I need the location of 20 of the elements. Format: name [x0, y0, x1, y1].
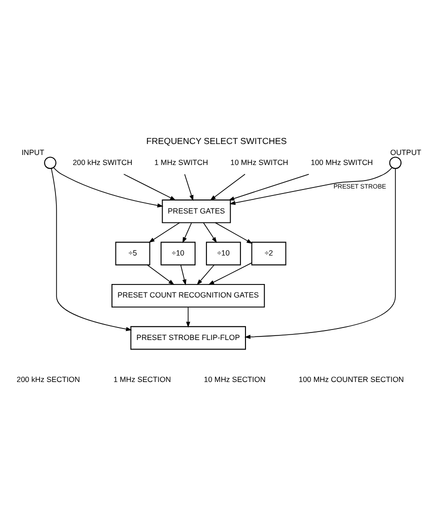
diagram-title: FREQUENCY SELECT SWITCHES — [146, 136, 287, 146]
arrow — [146, 264, 174, 285]
arrow — [184, 174, 194, 201]
node-circle — [44, 156, 56, 169]
arrow — [53, 167, 164, 208]
arrow — [229, 167, 392, 205]
node-circle — [389, 156, 402, 169]
arrow — [203, 222, 217, 244]
arrow — [210, 174, 246, 201]
arrow — [244, 168, 396, 339]
arrow — [215, 222, 253, 244]
arrow — [196, 264, 215, 286]
arrow — [228, 174, 310, 200]
arrow — [186, 306, 190, 328]
arrow — [208, 262, 252, 285]
arrow — [123, 174, 176, 200]
arrow — [148, 222, 180, 243]
arrow — [50, 168, 132, 332]
arrow — [182, 222, 192, 244]
arrow — [180, 264, 186, 286]
